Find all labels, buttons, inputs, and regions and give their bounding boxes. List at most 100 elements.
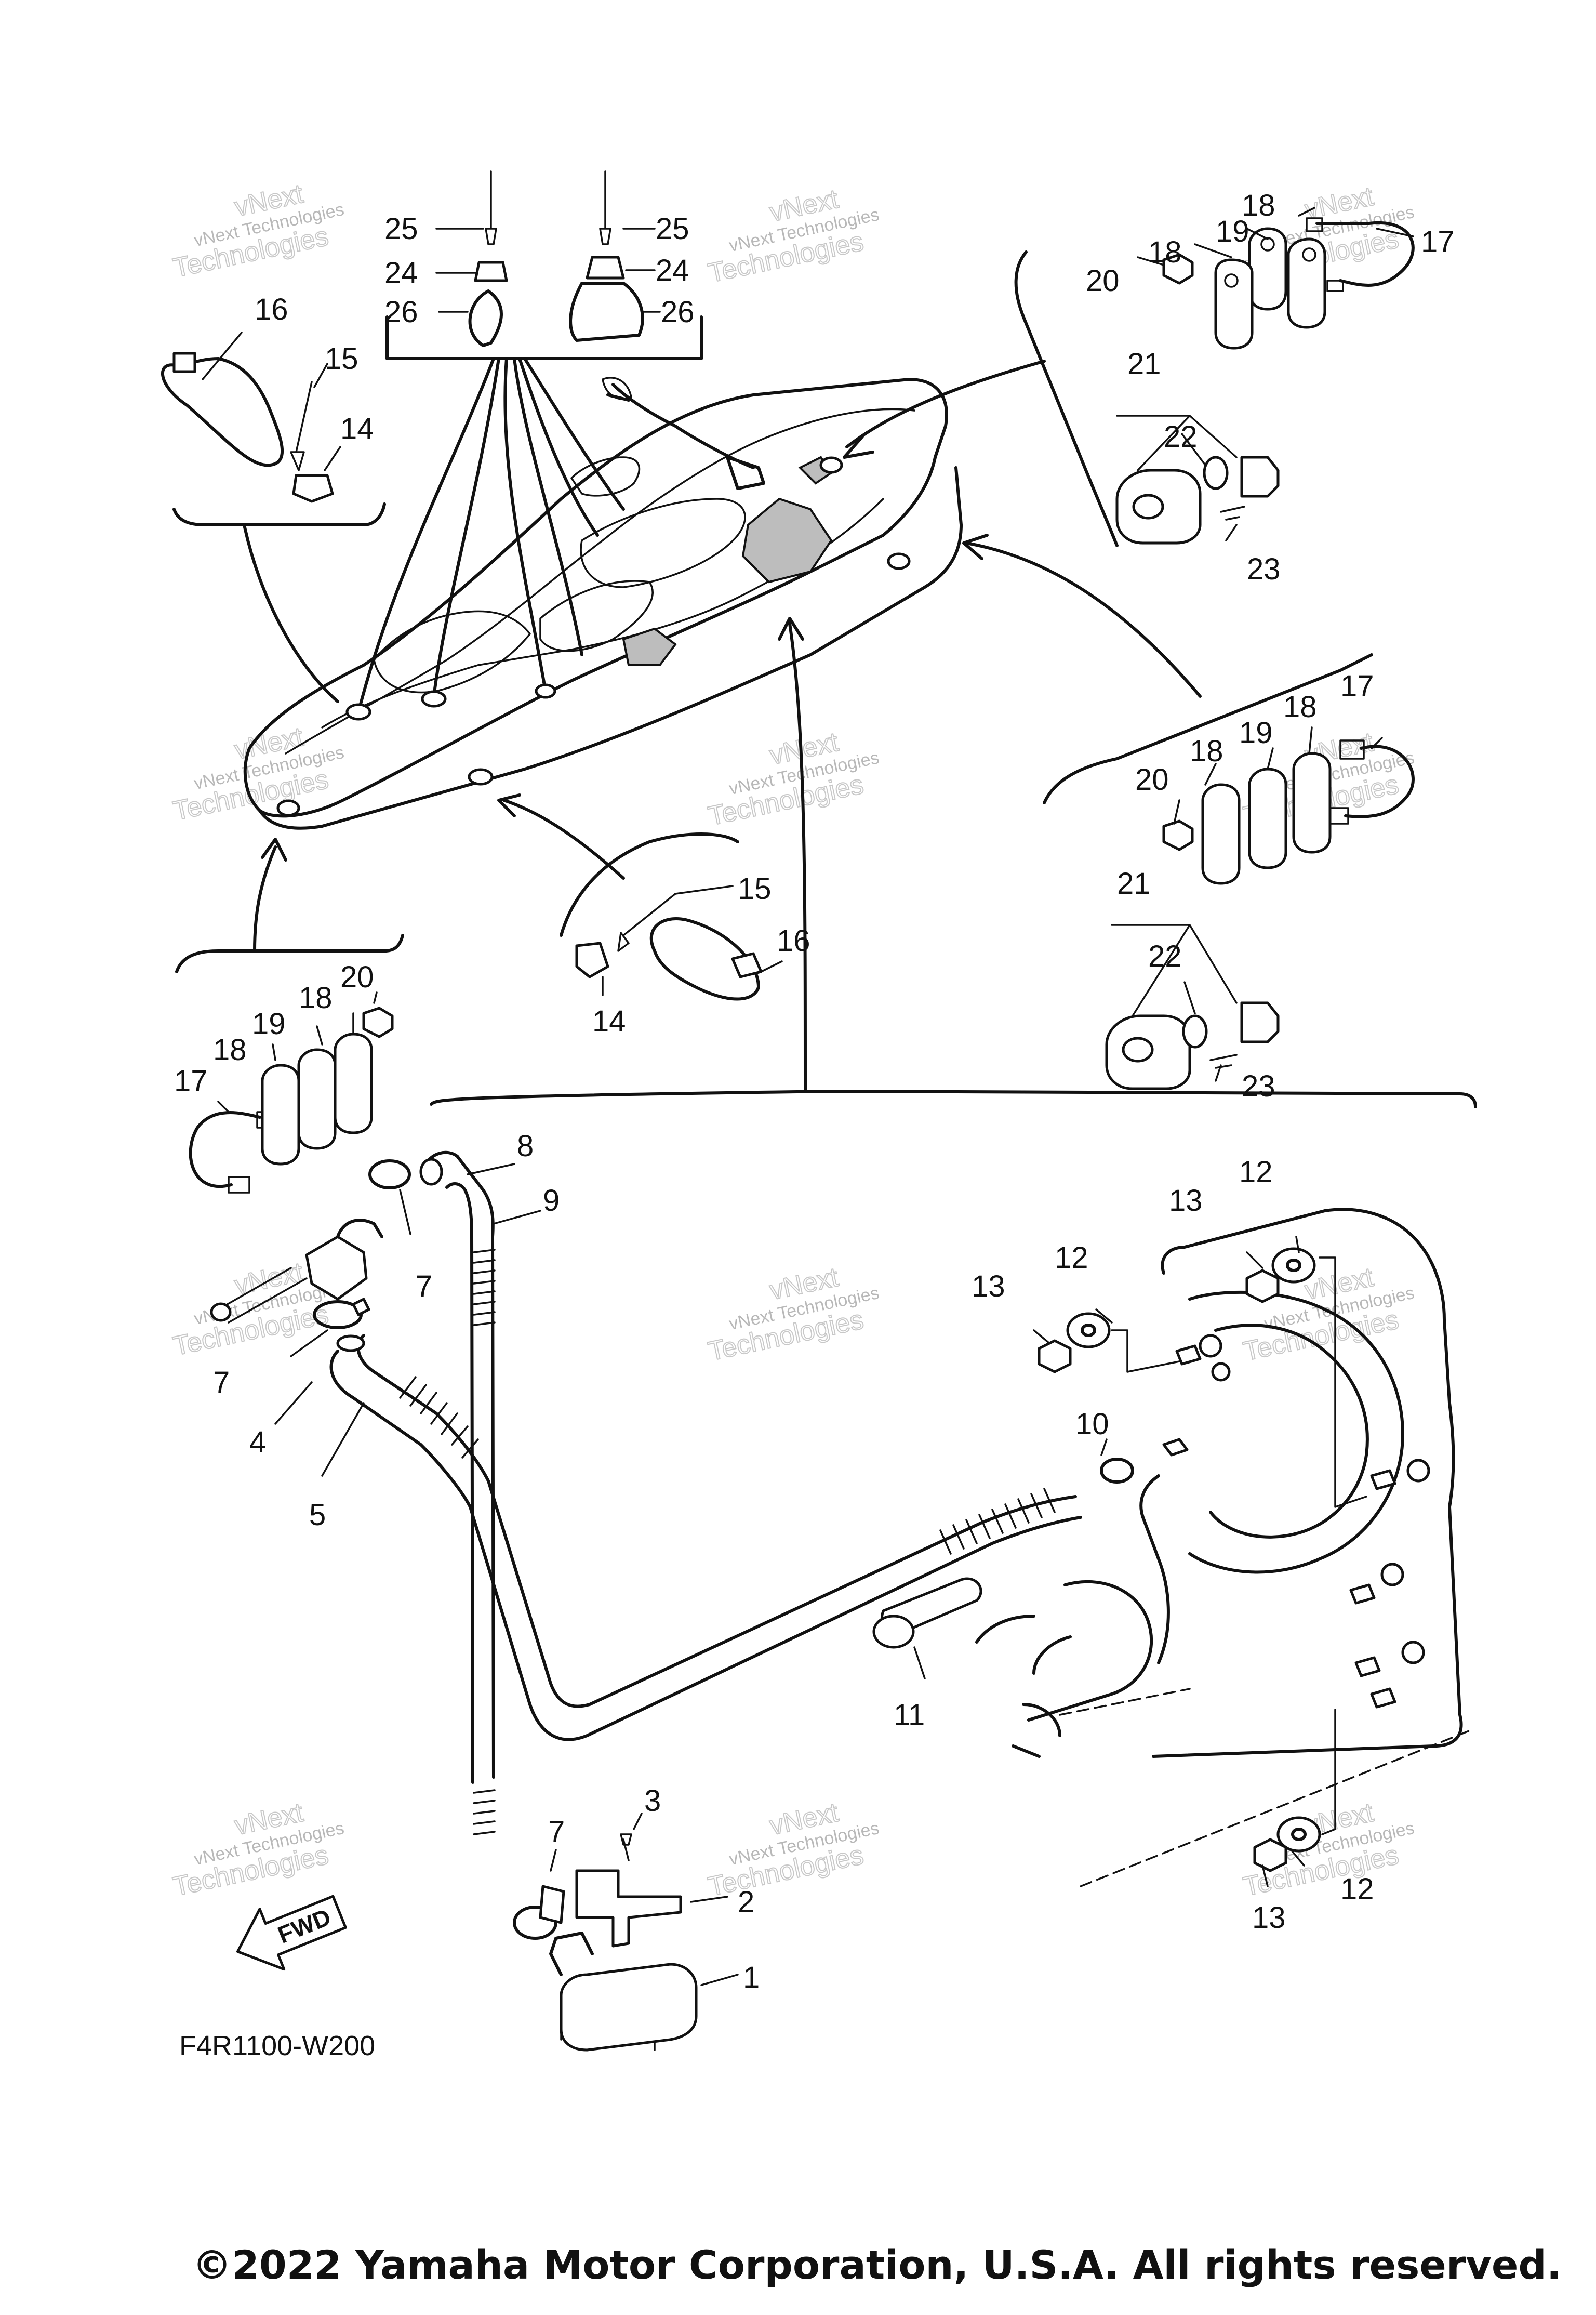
watermark: vNext vNext Technologies Technologies (705, 1797, 881, 1903)
callout-24-left: 24 (384, 256, 418, 290)
pump-body-detail (1022, 1635, 1072, 1737)
group-bracket (172, 502, 386, 526)
callout-23-mid: 23 (1242, 1069, 1275, 1103)
elbow-nut (210, 1302, 232, 1322)
callout-21-mid: 21 (1117, 867, 1151, 901)
part-16-band (161, 357, 284, 467)
group-leader (243, 523, 339, 703)
bilge-pump-neck (549, 1932, 594, 1976)
part-15-rivet (617, 893, 676, 952)
nut-13 (1253, 1838, 1287, 1872)
callout-11: 11 (894, 1698, 925, 1732)
callout-20-top: 20 (1086, 264, 1120, 298)
pump-housing-ring (1188, 1290, 1404, 1574)
arrow-head (497, 793, 521, 817)
stud (1175, 1344, 1202, 1366)
group-bracket (385, 315, 703, 360)
detail-leaders-lower (253, 617, 807, 1093)
group-bracket (430, 1090, 1477, 1108)
clamp-7-bottom-band (539, 1885, 565, 1924)
callout-13-right: 13 (1169, 1184, 1203, 1218)
sleeve-11-end (872, 1615, 915, 1649)
hull-fitting (345, 703, 371, 721)
watermark: vNext vNext Technologies Technologies (705, 726, 881, 832)
part-20-nut (1162, 253, 1194, 285)
detail-group-cable-ties: 25 25 24 24 26 26 (357, 170, 703, 713)
callout-16-top: 16 (255, 293, 288, 326)
callout-18-front2: 18 (213, 1033, 247, 1067)
watercraft-hull (243, 377, 963, 830)
hull-handlebar-grip (602, 377, 632, 400)
callout-19-mid: 19 (1239, 716, 1273, 750)
hull-seat (580, 498, 746, 588)
leader-lines (217, 991, 378, 1113)
part-21-flange-boss (1132, 494, 1164, 520)
stud (1370, 1469, 1396, 1490)
hose-9-ribs-lower (473, 1789, 496, 1835)
callout-15-mid: 15 (738, 872, 772, 906)
callout-19-top: 19 (1216, 215, 1249, 248)
pump-bottom-dashed (1059, 1688, 1191, 1716)
hull-panel-hatched (741, 497, 833, 584)
callout-1: 1 (743, 1961, 760, 1994)
hull-fitting (421, 690, 447, 708)
callout-21-top: 21 (1127, 347, 1161, 381)
screw-3 (620, 1833, 632, 1861)
callout-20-mid: 20 (1135, 763, 1169, 797)
leader-washer-stud (1111, 1329, 1180, 1373)
part-16-head (731, 952, 763, 978)
part-14-clip (292, 474, 334, 503)
part-19-plate (1248, 768, 1287, 869)
part-22-washer (1182, 1014, 1208, 1049)
part-18-plate-front (1214, 258, 1254, 350)
part-17-ubolt (189, 1111, 261, 1188)
washer-12 (1271, 1247, 1316, 1284)
leader-lines (1137, 207, 1414, 541)
watermark: vNext vNext Technologies Technologies (170, 1797, 346, 1903)
washer-12 (1276, 1816, 1321, 1853)
part-14-clip (575, 942, 609, 978)
leader-lines (202, 332, 341, 471)
group-bracket (1014, 250, 1119, 547)
group-bracket (560, 832, 739, 937)
hull-steering-column (570, 456, 640, 497)
hull-lower-line (258, 466, 963, 830)
part-21-flange-boss (1122, 1037, 1154, 1063)
detail-group-tow-eye-mid: 17 18 19 18 20 21 22 23 (962, 534, 1415, 1103)
arrow-head (261, 838, 287, 862)
housing-bolt (1199, 1334, 1222, 1358)
group-bracket (175, 934, 404, 973)
stud (1354, 1656, 1381, 1677)
callout-13-left: 13 (972, 1269, 1005, 1303)
callout-7-bottom: 7 (548, 1815, 565, 1849)
watermark: vNext vNext Technologies Technologies (170, 178, 346, 284)
callout-3: 3 (644, 1784, 661, 1818)
pump-body-detail (975, 1615, 1041, 1758)
bracket-2 (575, 1869, 682, 1948)
part-21-nut (1240, 1001, 1280, 1043)
pump-housing-outline (1152, 1208, 1463, 1758)
part-24-right (586, 256, 625, 280)
arrow-head (843, 435, 874, 459)
part-18-plate-rear (1248, 227, 1287, 311)
callout-18-front1: 18 (299, 981, 332, 1015)
part-18-plate-rear (334, 1033, 373, 1134)
callout-4: 4 (249, 1425, 266, 1459)
hose-4-5-inner (356, 1334, 1077, 1708)
watermark: vNext vNext Technologies Technologies (705, 1262, 881, 1368)
leader-lines (274, 1163, 1305, 1887)
callout-2: 2 (738, 1885, 754, 1919)
callout-8: 8 (517, 1129, 534, 1163)
clamp-7-tab (352, 1298, 370, 1316)
housing-bolt (1211, 1362, 1231, 1382)
leader-washer-stud (1319, 1256, 1367, 1508)
hose-8-end (419, 1158, 443, 1186)
part-17-threads (1306, 217, 1344, 292)
pump-bottom-dashed (1080, 1729, 1471, 1887)
part-18-plate-front (261, 1064, 300, 1166)
pump-housing-inner-ring (1209, 1324, 1369, 1539)
callout-25-right: 25 (656, 212, 689, 246)
group-leader (502, 799, 625, 880)
callout-17-mid: 17 (1340, 669, 1374, 703)
callout-9: 9 (543, 1184, 560, 1218)
